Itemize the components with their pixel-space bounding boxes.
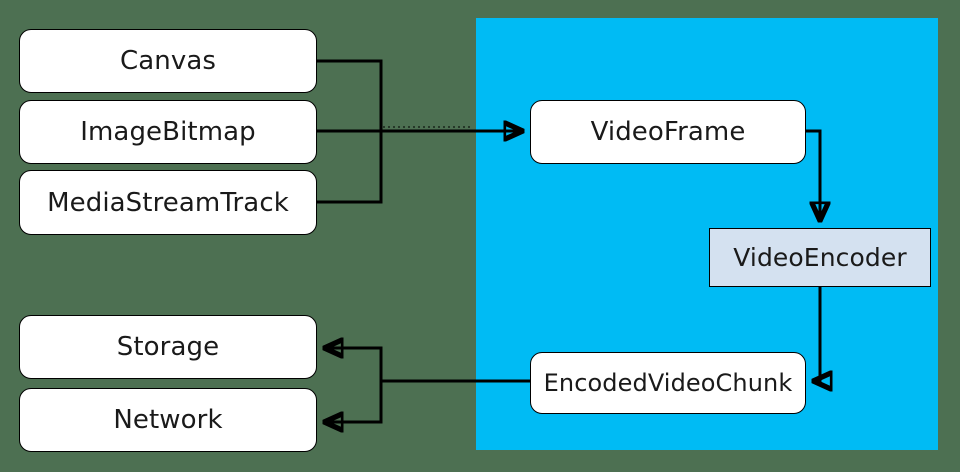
node-canvas[interactable]: Canvas	[19, 29, 317, 93]
edge-mediastreamtrack-to-videoframe	[317, 131, 383, 204]
node-media-stream-track[interactable]: MediaStreamTrack	[19, 170, 317, 235]
node-video-frame[interactable]: VideoFrame	[530, 100, 806, 164]
node-encoded-video-chunk[interactable]: EncodedVideoChunk	[530, 352, 806, 414]
node-network[interactable]: Network	[19, 388, 317, 452]
node-video-encoder[interactable]: VideoEncoder	[709, 228, 931, 287]
edge-encodedvideochunk-to-storage	[326, 348, 383, 381]
node-storage[interactable]: Storage	[19, 315, 317, 379]
edge-canvas-to-videoframe	[317, 59, 383, 131]
node-image-bitmap[interactable]: ImageBitmap	[19, 100, 317, 164]
edge-encodedvideochunk-to-network	[326, 381, 383, 422]
